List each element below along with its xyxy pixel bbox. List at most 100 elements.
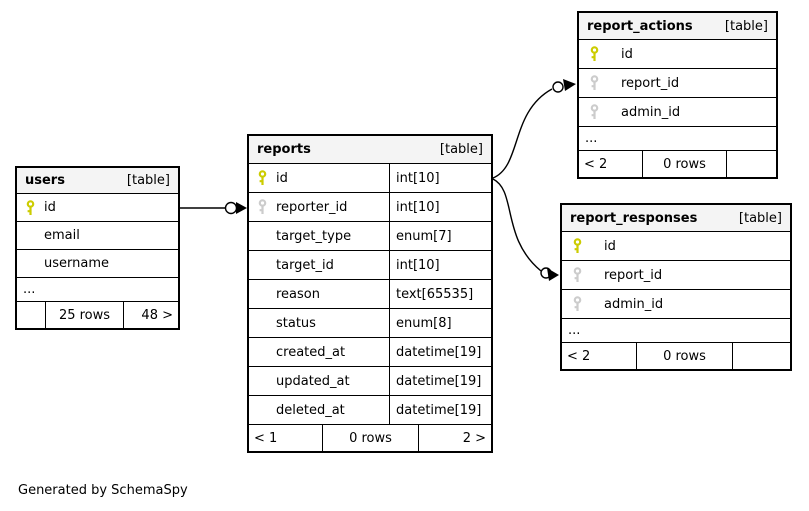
- zero-or-one-circle: [224, 201, 238, 215]
- column-name: id: [44, 200, 56, 215]
- column-row-username: username: [17, 250, 178, 278]
- table-users[interactable]: users[table] id email username...25 rows 48 …: [15, 166, 180, 330]
- relationship-reports-report_responses: [492, 178, 559, 281]
- primary-key-icon: [572, 238, 604, 254]
- column-name-cell: target_id: [249, 251, 390, 279]
- column-name: report_id: [604, 267, 663, 283]
- column-name: username: [44, 256, 109, 271]
- column-name: report_id: [621, 75, 680, 91]
- table-type-tag: [table]: [724, 18, 768, 34]
- column-name: target_id: [276, 257, 334, 273]
- parent-count: < 2: [579, 151, 643, 177]
- foreign-key-icon: [257, 199, 276, 215]
- column-row-target_type: target_type enum[7]: [249, 222, 491, 251]
- child-count: [727, 151, 776, 177]
- arrowhead-icon: [563, 79, 576, 91]
- column-name-cell: status: [249, 309, 390, 337]
- table-name: users: [25, 173, 65, 188]
- more-columns-ellipsis: ...: [579, 127, 776, 151]
- foreign-key-icon: [573, 296, 582, 311]
- primary-key-icon: [258, 170, 267, 185]
- column-name-cell: created_at: [249, 338, 390, 366]
- row-count: 0 rows: [637, 343, 733, 369]
- column-name-cell: admin_id: [562, 290, 790, 318]
- column-row-id: id: [562, 232, 790, 261]
- child-count: [733, 343, 790, 369]
- table-name: report_actions: [587, 18, 693, 34]
- column-row-report_id: report_id: [562, 261, 790, 290]
- table-type-tag: [table]: [439, 142, 483, 157]
- table-header[interactable]: report_responses[table]: [562, 205, 790, 232]
- column-name-cell: id: [249, 164, 390, 192]
- row-count: 0 rows: [323, 425, 419, 451]
- table-name: reports: [257, 142, 311, 157]
- column-name-cell: id: [17, 194, 178, 221]
- column-name: created_at: [276, 344, 346, 360]
- column-type: enum[7]: [396, 228, 452, 244]
- parent-count: [17, 302, 46, 328]
- foreign-key-icon: [590, 75, 599, 90]
- column-name: email: [44, 228, 80, 243]
- column-name: status: [276, 315, 316, 331]
- primary-key-icon: [25, 199, 44, 216]
- arrowhead-icon: [236, 202, 247, 214]
- foreign-key-icon: [572, 267, 604, 283]
- table-reports[interactable]: reports [table] id int[10] reporter_id int[10…: [247, 134, 493, 453]
- column-row-id: id int[10]: [249, 164, 491, 193]
- column-type: enum[8]: [396, 315, 452, 331]
- relationship-users-reports: [180, 201, 247, 215]
- column-type: text[65535]: [396, 286, 474, 302]
- arrowhead-icon: [547, 268, 559, 281]
- column-name-cell: reason: [249, 280, 390, 308]
- column-row-created_at: created_at datetime[19]: [249, 338, 491, 367]
- column-name-cell: report_id: [579, 69, 776, 97]
- zero-or-one-circle: [552, 81, 564, 93]
- column-name: deleted_at: [276, 402, 345, 418]
- primary-key-icon: [573, 238, 582, 253]
- column-name-cell: id: [579, 40, 776, 68]
- column-name: reporter_id: [276, 199, 348, 215]
- column-name-cell: reporter_id: [249, 193, 390, 221]
- column-type: int[10]: [396, 257, 440, 273]
- table-header[interactable]: reports [table]: [249, 136, 491, 164]
- table-header[interactable]: report_actions [table]: [579, 13, 776, 40]
- column-type: int[10]: [396, 170, 440, 186]
- column-name-cell: updated_at: [249, 367, 390, 395]
- column-row-reason: reason text[65535]: [249, 280, 491, 309]
- column-row-status: status enum[8]: [249, 309, 491, 338]
- foreign-key-icon: [573, 267, 582, 282]
- relationship-reports-report_actions: [492, 79, 576, 179]
- primary-key-icon: [26, 199, 35, 215]
- column-name-cell: target_type: [249, 222, 390, 250]
- foreign-key-icon: [258, 199, 267, 214]
- column-name: admin_id: [604, 296, 664, 312]
- column-row-deleted_at: deleted_at datetime[19]: [249, 396, 491, 425]
- row-count: 0 rows: [643, 151, 727, 177]
- column-type: datetime[19]: [396, 402, 482, 418]
- foreign-key-icon: [572, 296, 604, 312]
- child-count: 2 >: [462, 430, 486, 446]
- child-count: 48 >: [141, 307, 173, 323]
- column-type: datetime[19]: [396, 344, 482, 360]
- column-row-target_id: target_id int[10]: [249, 251, 491, 280]
- column-type: int[10]: [396, 199, 440, 215]
- more-columns-ellipsis: ...: [17, 278, 178, 302]
- column-name: id: [621, 46, 633, 62]
- column-name: target_type: [276, 228, 352, 244]
- foreign-key-icon: [589, 75, 621, 91]
- table-header[interactable]: users[table]: [17, 168, 178, 194]
- table-report-responses[interactable]: report_responses[table]id report_id admin_…: [560, 203, 792, 371]
- column-name: updated_at: [276, 373, 350, 389]
- column-row-report_id: report_id: [579, 69, 776, 98]
- column-type: datetime[19]: [396, 373, 482, 389]
- parent-count: < 1: [249, 425, 323, 451]
- generated-by-note: Generated by SchemaSpy: [18, 483, 188, 498]
- column-name-cell: email: [17, 222, 178, 249]
- column-row-id: id: [579, 40, 776, 69]
- row-count: 25 rows: [46, 302, 124, 328]
